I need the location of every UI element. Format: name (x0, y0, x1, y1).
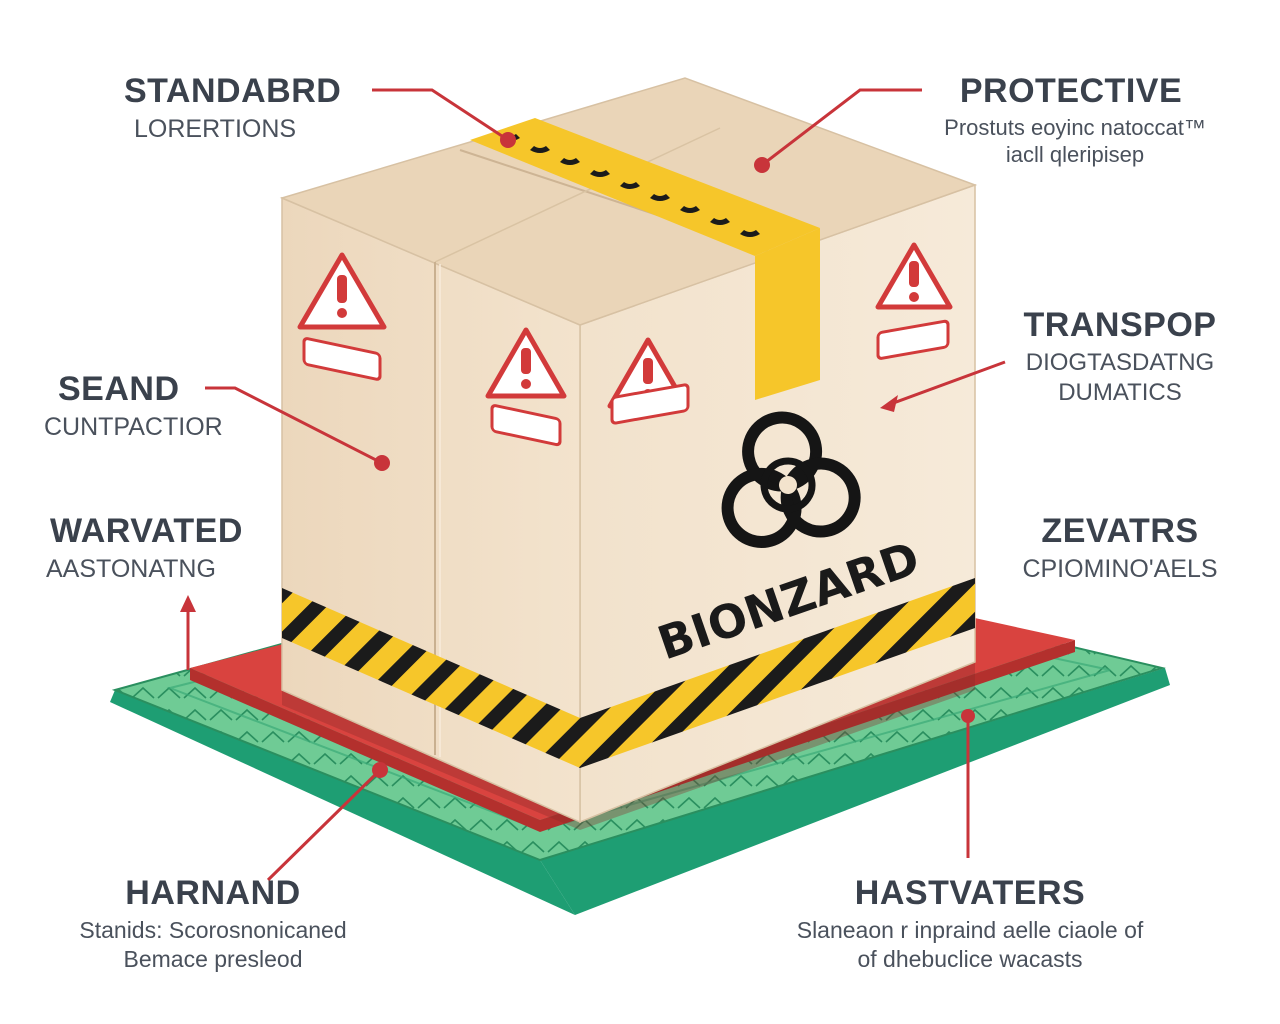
label-desc: Stanids: Scorosnonicaned (79, 917, 347, 944)
label-top-left: STANDABRD LORERTIONS (124, 72, 341, 144)
label-desc: AASTONATNG (46, 555, 216, 584)
leader-dots (180, 132, 975, 778)
label-desc-2: iacll qleripisep (1005, 142, 1145, 168)
label-title: SEAND (58, 370, 180, 408)
warning-sticker (297, 242, 953, 447)
biohazard-icon (721, 411, 861, 548)
label-desc: Prostuts eoyinc natoccat™ (944, 115, 1206, 141)
label-title: PROTECTIVE (959, 72, 1183, 110)
label-title: HARNAND (125, 874, 301, 912)
label-top-right: PROTECTIVE Prostuts eoyinc natoccat™ iac… (915, 72, 1235, 168)
label-desc: CPIOMINO'AELS (1022, 555, 1218, 584)
front-hazard-band (282, 588, 580, 768)
label-title: TRANSPOP (1023, 306, 1217, 344)
cardboard-box (279, 77, 978, 830)
leader-top-left (372, 88, 506, 140)
leader-mid-right (887, 360, 1006, 407)
label-mid-right: TRANSPOP DIOGTASDATNG DUMATICS (1005, 306, 1235, 406)
label-title: ZEVATRS (1041, 512, 1199, 550)
label-title: HASTVATERS (854, 874, 1086, 912)
label-low-left: WARVATED AASTONATNG (46, 512, 243, 584)
label-desc-2: of dhebuclice wacasts (857, 945, 1083, 972)
right-hazard-band (580, 578, 975, 768)
label-desc: LORERTIONS (134, 115, 297, 144)
pallet-side-right (540, 668, 1170, 915)
label-bottom-left: HARNAND Stanids: Scorosnonicaned Bemace … (72, 874, 354, 972)
label-desc-2: Bemace presleod (123, 945, 303, 972)
leader-mid-left (205, 386, 383, 465)
label-title: WARVATED (50, 512, 243, 550)
top-tape (470, 118, 820, 256)
label-mid-left: SEAND CUNTPACTIOR (44, 370, 223, 442)
leader-bottom-left (266, 768, 382, 882)
label-title: STANDABRD (124, 72, 342, 110)
pallet-side-left (110, 690, 575, 915)
label-desc: DIOGTASDATNG (1025, 349, 1215, 377)
label-desc: Slaneaon r inpraind aelle ciaole of (796, 917, 1144, 944)
label-desc-2: DUMATICS (1058, 378, 1182, 406)
label-bottom-right: HASTVATERS Slaneaon r inpraind aelle cia… (770, 874, 1170, 972)
leader-top-right (761, 88, 922, 167)
label-desc: CUNTPACTIOR (44, 413, 223, 442)
leader-lines (186, 88, 1006, 882)
label-low-right: ZEVATRS CPIOMINO'AELS (1010, 512, 1230, 584)
